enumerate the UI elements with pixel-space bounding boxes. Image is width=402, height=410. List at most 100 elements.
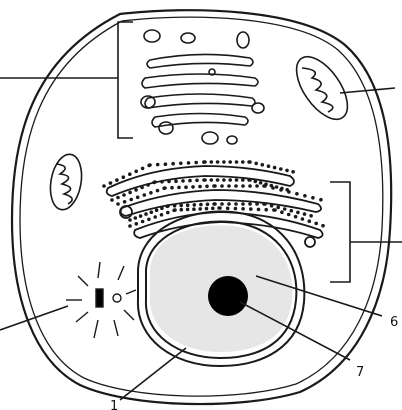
ribosome-dot: [255, 184, 259, 188]
ribosome-dot: [235, 160, 239, 164]
ribosome-dot: [314, 222, 318, 226]
ribosome-dot: [141, 220, 145, 224]
ribosome-dot: [110, 198, 114, 202]
ribosome-dot: [254, 180, 258, 184]
centrosome-leader: [0, 306, 68, 330]
ribosome-dot: [259, 181, 263, 185]
ribosome-dot: [261, 163, 265, 167]
ribosome-dot: [263, 202, 267, 206]
ribosome-dot: [264, 208, 268, 212]
ribosome-dot: [301, 217, 305, 221]
ribosome-dot: [279, 167, 283, 171]
ribosome-dot: [228, 178, 232, 182]
ribosome-dot: [109, 181, 113, 185]
ribosome-dot: [160, 180, 164, 184]
ribosome-dot: [177, 186, 181, 190]
ribosome-dot: [128, 172, 132, 176]
ribosome-dot: [203, 178, 207, 182]
ribosome-dot: [179, 204, 183, 208]
ribosome-dot: [122, 175, 126, 179]
ribosome-dot: [248, 160, 252, 164]
ribosome-dot: [192, 207, 196, 211]
ribosome-dot: [211, 207, 215, 211]
ribosome-dot: [167, 180, 171, 184]
ribosome-dot: [191, 185, 195, 189]
ribosomes: [102, 160, 325, 228]
ribosome-dot: [283, 207, 287, 211]
ribosome-dot: [241, 184, 245, 188]
ribosome-dot: [220, 184, 224, 188]
nucleus: [138, 211, 304, 366]
ribosome-dot: [205, 207, 209, 211]
ribosome-dot: [241, 178, 245, 182]
ribosome-dot: [128, 224, 132, 228]
ribosome-dot: [234, 202, 238, 206]
ribosome-dot: [280, 210, 284, 214]
ribosome-dot: [166, 204, 170, 208]
ribosome-dot: [255, 202, 259, 206]
ribosome-dot: [156, 189, 160, 193]
nucleolus: [208, 276, 248, 316]
ribosome-dot: [227, 202, 231, 206]
ribosome-dot: [181, 179, 185, 183]
ribosome-dot: [241, 202, 245, 206]
ribosome-dot: [273, 208, 277, 212]
ribosome-dot: [134, 170, 138, 174]
ribosome-dot: [134, 216, 138, 220]
mitochondrion-right: [287, 48, 358, 128]
ribosome-dot: [291, 170, 295, 174]
ribosome-dot: [136, 196, 140, 200]
ribosome-dot: [275, 185, 279, 189]
ribosome-dot: [270, 204, 274, 208]
ribosome-dot: [296, 211, 300, 215]
ribosome-dot: [166, 211, 170, 215]
ribosome-dot: [179, 162, 183, 166]
ribosome-dot: [216, 160, 220, 164]
ribosome-dot: [129, 198, 133, 202]
ribosome-dot: [174, 179, 178, 183]
ribosome-dot: [180, 208, 184, 212]
ribosome-dot: [264, 182, 268, 186]
ribosome-dot: [249, 207, 253, 211]
ribosome-dot: [287, 213, 291, 217]
ribosome-dot: [139, 214, 143, 218]
mitochondrion-leader: [340, 88, 395, 93]
ribosome-dot: [226, 207, 230, 211]
ribosome-dot: [163, 186, 167, 190]
ribosome-dot: [213, 184, 217, 188]
leader-nuclear-envelope: [120, 348, 186, 400]
ribosome-dot: [184, 185, 188, 189]
ribosome-dot: [321, 224, 325, 228]
ribosome-dot: [122, 193, 126, 197]
ribosome-dot: [290, 209, 294, 213]
ribosome-dot: [309, 214, 313, 218]
ribosome-dot: [140, 186, 144, 190]
ribosome-dot: [210, 178, 214, 182]
ribosome-dot: [213, 202, 217, 206]
ribosome-dot: [160, 213, 164, 217]
centrosome: [66, 262, 136, 338]
ribosome-dot: [195, 179, 199, 183]
ribosome-dot: [141, 167, 145, 171]
ribosome-dot: [276, 206, 280, 210]
ribosome-dot: [294, 215, 298, 219]
ribosome-dot: [153, 215, 157, 219]
ribosome-dot: [123, 200, 127, 204]
ribosome-dot: [280, 187, 284, 191]
ribosome-dot: [248, 178, 252, 182]
ribosome-dot: [295, 192, 299, 196]
ribosome-dot: [303, 212, 307, 216]
ribosome-dot: [234, 207, 238, 211]
ribosome-dot: [186, 208, 190, 212]
ribosome-dot: [206, 203, 210, 207]
ribosome-dot: [193, 203, 197, 207]
ribosome-dot: [143, 193, 147, 197]
label-nucleus: 6: [390, 315, 398, 330]
ribosome-dot: [218, 206, 222, 210]
ribosome-dot: [308, 219, 312, 223]
ribosome-dot: [254, 162, 258, 166]
ribosome-dot: [135, 222, 139, 226]
ribosome-dot: [134, 188, 138, 192]
